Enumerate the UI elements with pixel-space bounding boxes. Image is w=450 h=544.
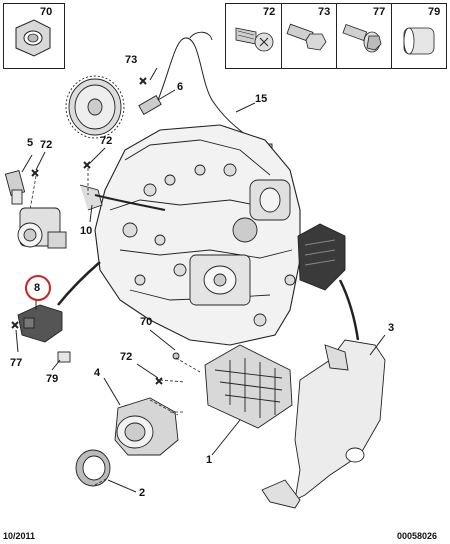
screw-markers bbox=[11, 77, 180, 385]
callout-10: 10 bbox=[80, 225, 93, 237]
component-8-drawing bbox=[17, 261, 101, 343]
callout-5: 5 bbox=[27, 137, 34, 149]
screw-icon bbox=[235, 27, 274, 52]
callout-77: 77 bbox=[10, 357, 23, 369]
callout-72-lower: 72 bbox=[120, 351, 133, 363]
callout-leaders bbox=[15, 67, 386, 493]
flange-screw-icon bbox=[342, 23, 382, 53]
callout-4: 4 bbox=[94, 367, 101, 379]
callout-72-left: 72 bbox=[40, 139, 53, 151]
mounting-bracket-drawing bbox=[261, 339, 386, 509]
bolt-icon bbox=[286, 23, 327, 51]
sleeve-79-drawing bbox=[57, 351, 71, 363]
black-module-drawing bbox=[297, 223, 360, 341]
parts-box-fasteners: 72 73 77 79 bbox=[225, 3, 447, 69]
bracket-10-drawing bbox=[79, 184, 166, 211]
callout-8: 8 bbox=[34, 282, 41, 294]
dashed-leaders bbox=[29, 168, 201, 486]
fastener-72-label: 72 bbox=[263, 6, 276, 18]
callout-70: 70 bbox=[140, 316, 153, 328]
callout-6: 6 bbox=[177, 81, 184, 93]
callout-2: 2 bbox=[139, 487, 146, 499]
timing-gear-drawing bbox=[65, 75, 125, 139]
callout-1: 1 bbox=[206, 454, 213, 466]
ecu-drawing bbox=[204, 344, 293, 429]
parts-box-70-label: 70 bbox=[40, 6, 53, 18]
fastener-73-label: 73 bbox=[318, 6, 331, 18]
seal-ring-drawing bbox=[75, 449, 111, 487]
sleeve-icon bbox=[403, 27, 435, 55]
footer-date: 10/2011 bbox=[3, 531, 36, 541]
callout-79: 79 bbox=[46, 373, 59, 385]
fastener-77-label: 77 bbox=[373, 6, 386, 18]
fastener-79-label: 79 bbox=[428, 6, 441, 18]
callout-72-mid: 72 bbox=[100, 135, 113, 147]
parts-box-70: 70 bbox=[3, 3, 65, 69]
sensor-4-drawing bbox=[114, 397, 179, 456]
callout-3: 3 bbox=[388, 322, 395, 334]
callout-73: 73 bbox=[125, 54, 138, 66]
engine-block-drawing bbox=[94, 124, 301, 346]
hex-nut-icon bbox=[15, 19, 51, 57]
throttle-body-drawing bbox=[4, 170, 67, 249]
footer-code: 00058026 bbox=[397, 531, 438, 541]
highlight-circle bbox=[25, 275, 51, 301]
callout-15: 15 bbox=[255, 93, 268, 105]
